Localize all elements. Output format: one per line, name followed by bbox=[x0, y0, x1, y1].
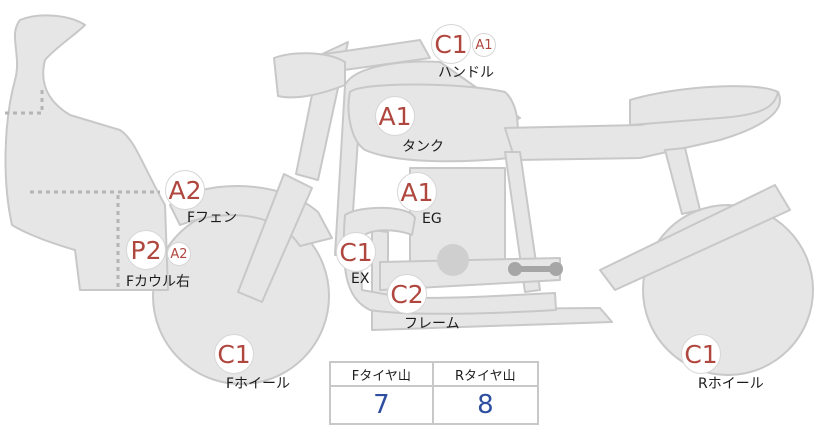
frame-label: フレーム bbox=[404, 316, 460, 332]
front-cowl-grade-badge: P2 bbox=[126, 230, 166, 270]
footpeg-bar bbox=[513, 266, 558, 272]
exhaust-label: EX bbox=[351, 271, 370, 287]
front-wheel-grade-badge: C1 bbox=[214, 334, 254, 374]
front-cowl-label: Fカウル右 bbox=[126, 274, 191, 290]
rear-cowl-shape bbox=[629, 85, 779, 126]
handle-subgrade-badge: A1 bbox=[472, 33, 496, 57]
front-tread-header: Fタイヤ山 bbox=[329, 361, 434, 387]
engine-grade-badge: A1 bbox=[397, 172, 437, 212]
front-wheel-label: Fホイール bbox=[226, 376, 291, 392]
engine-label: EG bbox=[422, 211, 442, 227]
rear-tread-value: 8 bbox=[431, 385, 540, 425]
engine-cover bbox=[437, 244, 469, 276]
tire-tread-table: Fタイヤ山 Rタイヤ山 7 8 bbox=[329, 361, 540, 425]
rear-shock-shape bbox=[664, 147, 701, 215]
handle-label: ハンドル bbox=[438, 65, 494, 81]
exhaust-grade-badge: C1 bbox=[336, 232, 376, 272]
exhaust-shape bbox=[342, 206, 557, 315]
front-fender-label: Fフェン bbox=[187, 210, 238, 226]
tank-grade-badge: A1 bbox=[375, 96, 415, 136]
frame-rear bbox=[504, 151, 541, 293]
frame-grade-badge: C2 bbox=[387, 274, 427, 314]
front-fork-shape bbox=[237, 173, 313, 303]
front-cowl-shape bbox=[4, 14, 169, 291]
handle-grade-badge: C1 bbox=[431, 24, 471, 64]
rear-wheel-grade-badge: C1 bbox=[681, 334, 721, 374]
front-cowl-subgrade-badge: A2 bbox=[167, 242, 191, 266]
swingarm-shape bbox=[599, 184, 791, 291]
tank-label: タンク bbox=[402, 139, 444, 155]
rear-wheel-label: Rホイール bbox=[698, 376, 764, 392]
rear-tread-header: Rタイヤ山 bbox=[431, 361, 540, 387]
front-tread-value: 7 bbox=[329, 385, 434, 425]
front-fender-grade-badge: A2 bbox=[165, 170, 205, 210]
